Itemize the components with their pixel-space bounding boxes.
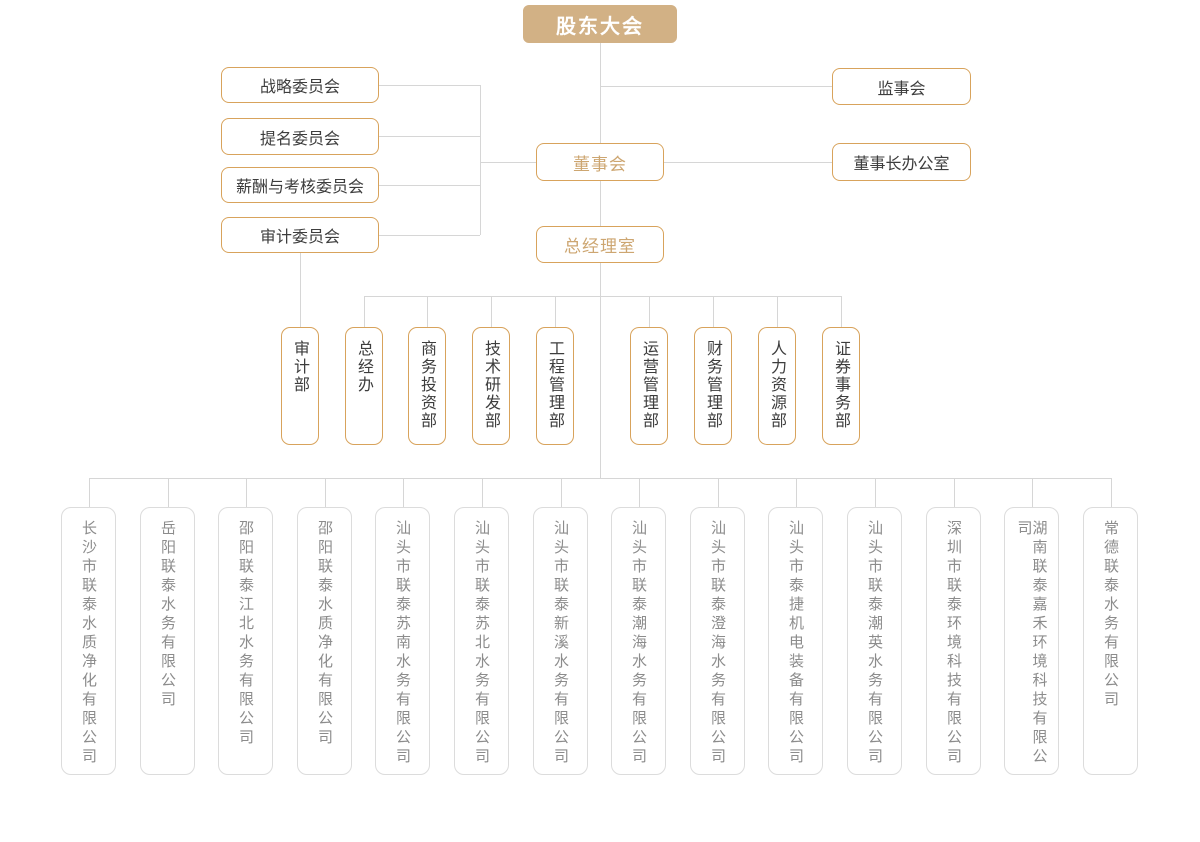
connector-chairman-office: [664, 162, 832, 163]
connector-gm-bottom: [600, 263, 601, 478]
connector-sub-stub: [875, 478, 876, 507]
dept-label: 人力资源部: [768, 340, 787, 430]
node-subsidiary: 汕头市联泰苏南水务有限公司: [375, 507, 430, 775]
connector-sub-stub: [168, 478, 169, 507]
connector-committee-1: [379, 85, 480, 86]
dept-label: 商务投资部: [418, 340, 437, 430]
node-board-of-directors: 董事会: [536, 143, 664, 181]
node-subsidiary: 汕头市联泰新溪水务有限公司: [533, 507, 588, 775]
connector-dept-stub: [649, 296, 650, 327]
node-dept-securities: 证券事务部: [822, 327, 860, 445]
subsidiary-label: 邵阳联泰水质净化有限公司: [316, 520, 334, 748]
connector-committee-4: [379, 235, 480, 236]
subsidiary-label: 深圳市联泰环境科技有限公司: [945, 520, 963, 767]
subsidiary-label: 汕头市泰捷机电装备有限公司: [787, 520, 805, 767]
connector-sub-stub: [482, 478, 483, 507]
node-dept-hr: 人力资源部: [758, 327, 796, 445]
connector-dept-stub: [777, 296, 778, 327]
connector-committee-spine: [480, 85, 481, 235]
node-dept-operations: 运营管理部: [630, 327, 668, 445]
connector-board-gm: [600, 181, 601, 226]
connector-dept-stub: [713, 296, 714, 327]
node-subsidiary: 汕头市联泰苏北水务有限公司: [454, 507, 509, 775]
node-shareholders-meeting: 股东大会: [523, 5, 677, 43]
subsidiary-label: 岳阳联泰水务有限公司: [159, 520, 177, 710]
connector-sub-stub: [1032, 478, 1033, 507]
connector-sub-stub: [325, 478, 326, 507]
dept-label: 财务管理部: [704, 340, 723, 430]
connector-spine-board: [480, 162, 536, 163]
connector-sub-rail: [89, 478, 1112, 479]
subsidiary-label: 汕头市联泰苏南水务有限公司: [394, 520, 412, 767]
node-supervisory-board: 监事会: [832, 68, 971, 105]
subsidiary-label: 汕头市联泰苏北水务有限公司: [473, 520, 491, 767]
subsidiary-label: 邵阳联泰江北水务有限公司: [237, 520, 255, 748]
connector-dept-stub: [427, 296, 428, 327]
connector-sub-stub: [246, 478, 247, 507]
node-dept-gm-admin: 总经办: [345, 327, 383, 445]
node-subsidiary: 常德联泰水务有限公司: [1083, 507, 1138, 775]
connector-committee-3: [379, 185, 480, 186]
node-subsidiary: 邵阳联泰水质净化有限公司: [297, 507, 352, 775]
node-strategy-committee: 战略委员会: [221, 67, 379, 103]
subsidiary-label: 汕头市联泰潮英水务有限公司: [866, 520, 884, 767]
node-audit-committee: 审计委员会: [221, 217, 379, 253]
subsidiary-label: 常德联泰水务有限公司: [1102, 520, 1120, 710]
subsidiary-label: 湖南联泰嘉禾环境科技有限公司: [1015, 520, 1049, 767]
subsidiary-label: 汕头市联泰潮海水务有限公司: [630, 520, 648, 767]
dept-label: 总经办: [355, 340, 374, 394]
node-chairman-office: 董事长办公室: [832, 143, 971, 181]
node-dept-business-investment: 商务投资部: [408, 327, 446, 445]
node-remuneration-committee: 薪酬与考核委员会: [221, 167, 379, 203]
connector-sub-stub: [639, 478, 640, 507]
connector-audit-drop: [300, 253, 301, 327]
connector-sub-stub: [403, 478, 404, 507]
dept-label: 审计部: [291, 340, 310, 394]
subsidiary-label: 长沙市联泰水质净化有限公司: [80, 520, 98, 767]
node-subsidiary: 汕头市泰捷机电装备有限公司: [768, 507, 823, 775]
dept-label: 技术研发部: [482, 340, 501, 430]
connector-dept-stub: [555, 296, 556, 327]
node-dept-engineering: 工程管理部: [536, 327, 574, 445]
connector-dept-stub: [364, 296, 365, 327]
connector-sub-stub: [89, 478, 90, 507]
connector-sub-stub: [718, 478, 719, 507]
node-subsidiary: 汕头市联泰澄海水务有限公司: [690, 507, 745, 775]
node-gm-office: 总经理室: [536, 226, 664, 263]
subsidiary-label: 汕头市联泰澄海水务有限公司: [709, 520, 727, 767]
dept-label: 运营管理部: [640, 340, 659, 430]
node-dept-finance: 财务管理部: [694, 327, 732, 445]
connector-dept-rail: [364, 296, 842, 297]
node-subsidiary: 汕头市联泰潮海水务有限公司: [611, 507, 666, 775]
subsidiary-label: 汕头市联泰新溪水务有限公司: [552, 520, 570, 767]
dept-label: 工程管理部: [546, 340, 565, 430]
connector-sub-stub: [954, 478, 955, 507]
connector-supervisory: [600, 86, 832, 87]
dept-label: 证券事务部: [832, 340, 851, 430]
connector-sub-stub: [796, 478, 797, 507]
connector-sub-stub: [561, 478, 562, 507]
node-subsidiary: 岳阳联泰水务有限公司: [140, 507, 195, 775]
node-nomination-committee: 提名委员会: [221, 118, 379, 155]
connector-committee-2: [379, 136, 480, 137]
connector-sub-stub: [1111, 478, 1112, 507]
connector-root-board: [600, 43, 601, 143]
node-subsidiary: 汕头市联泰潮英水务有限公司: [847, 507, 902, 775]
node-subsidiary: 长沙市联泰水质净化有限公司: [61, 507, 116, 775]
node-dept-tech-rd: 技术研发部: [472, 327, 510, 445]
node-dept-audit: 审计部: [281, 327, 319, 445]
node-subsidiary: 湖南联泰嘉禾环境科技有限公司: [1004, 507, 1059, 775]
connector-dept-stub: [491, 296, 492, 327]
node-subsidiary: 深圳市联泰环境科技有限公司: [926, 507, 981, 775]
node-subsidiary: 邵阳联泰江北水务有限公司: [218, 507, 273, 775]
connector-dept-stub: [841, 296, 842, 327]
